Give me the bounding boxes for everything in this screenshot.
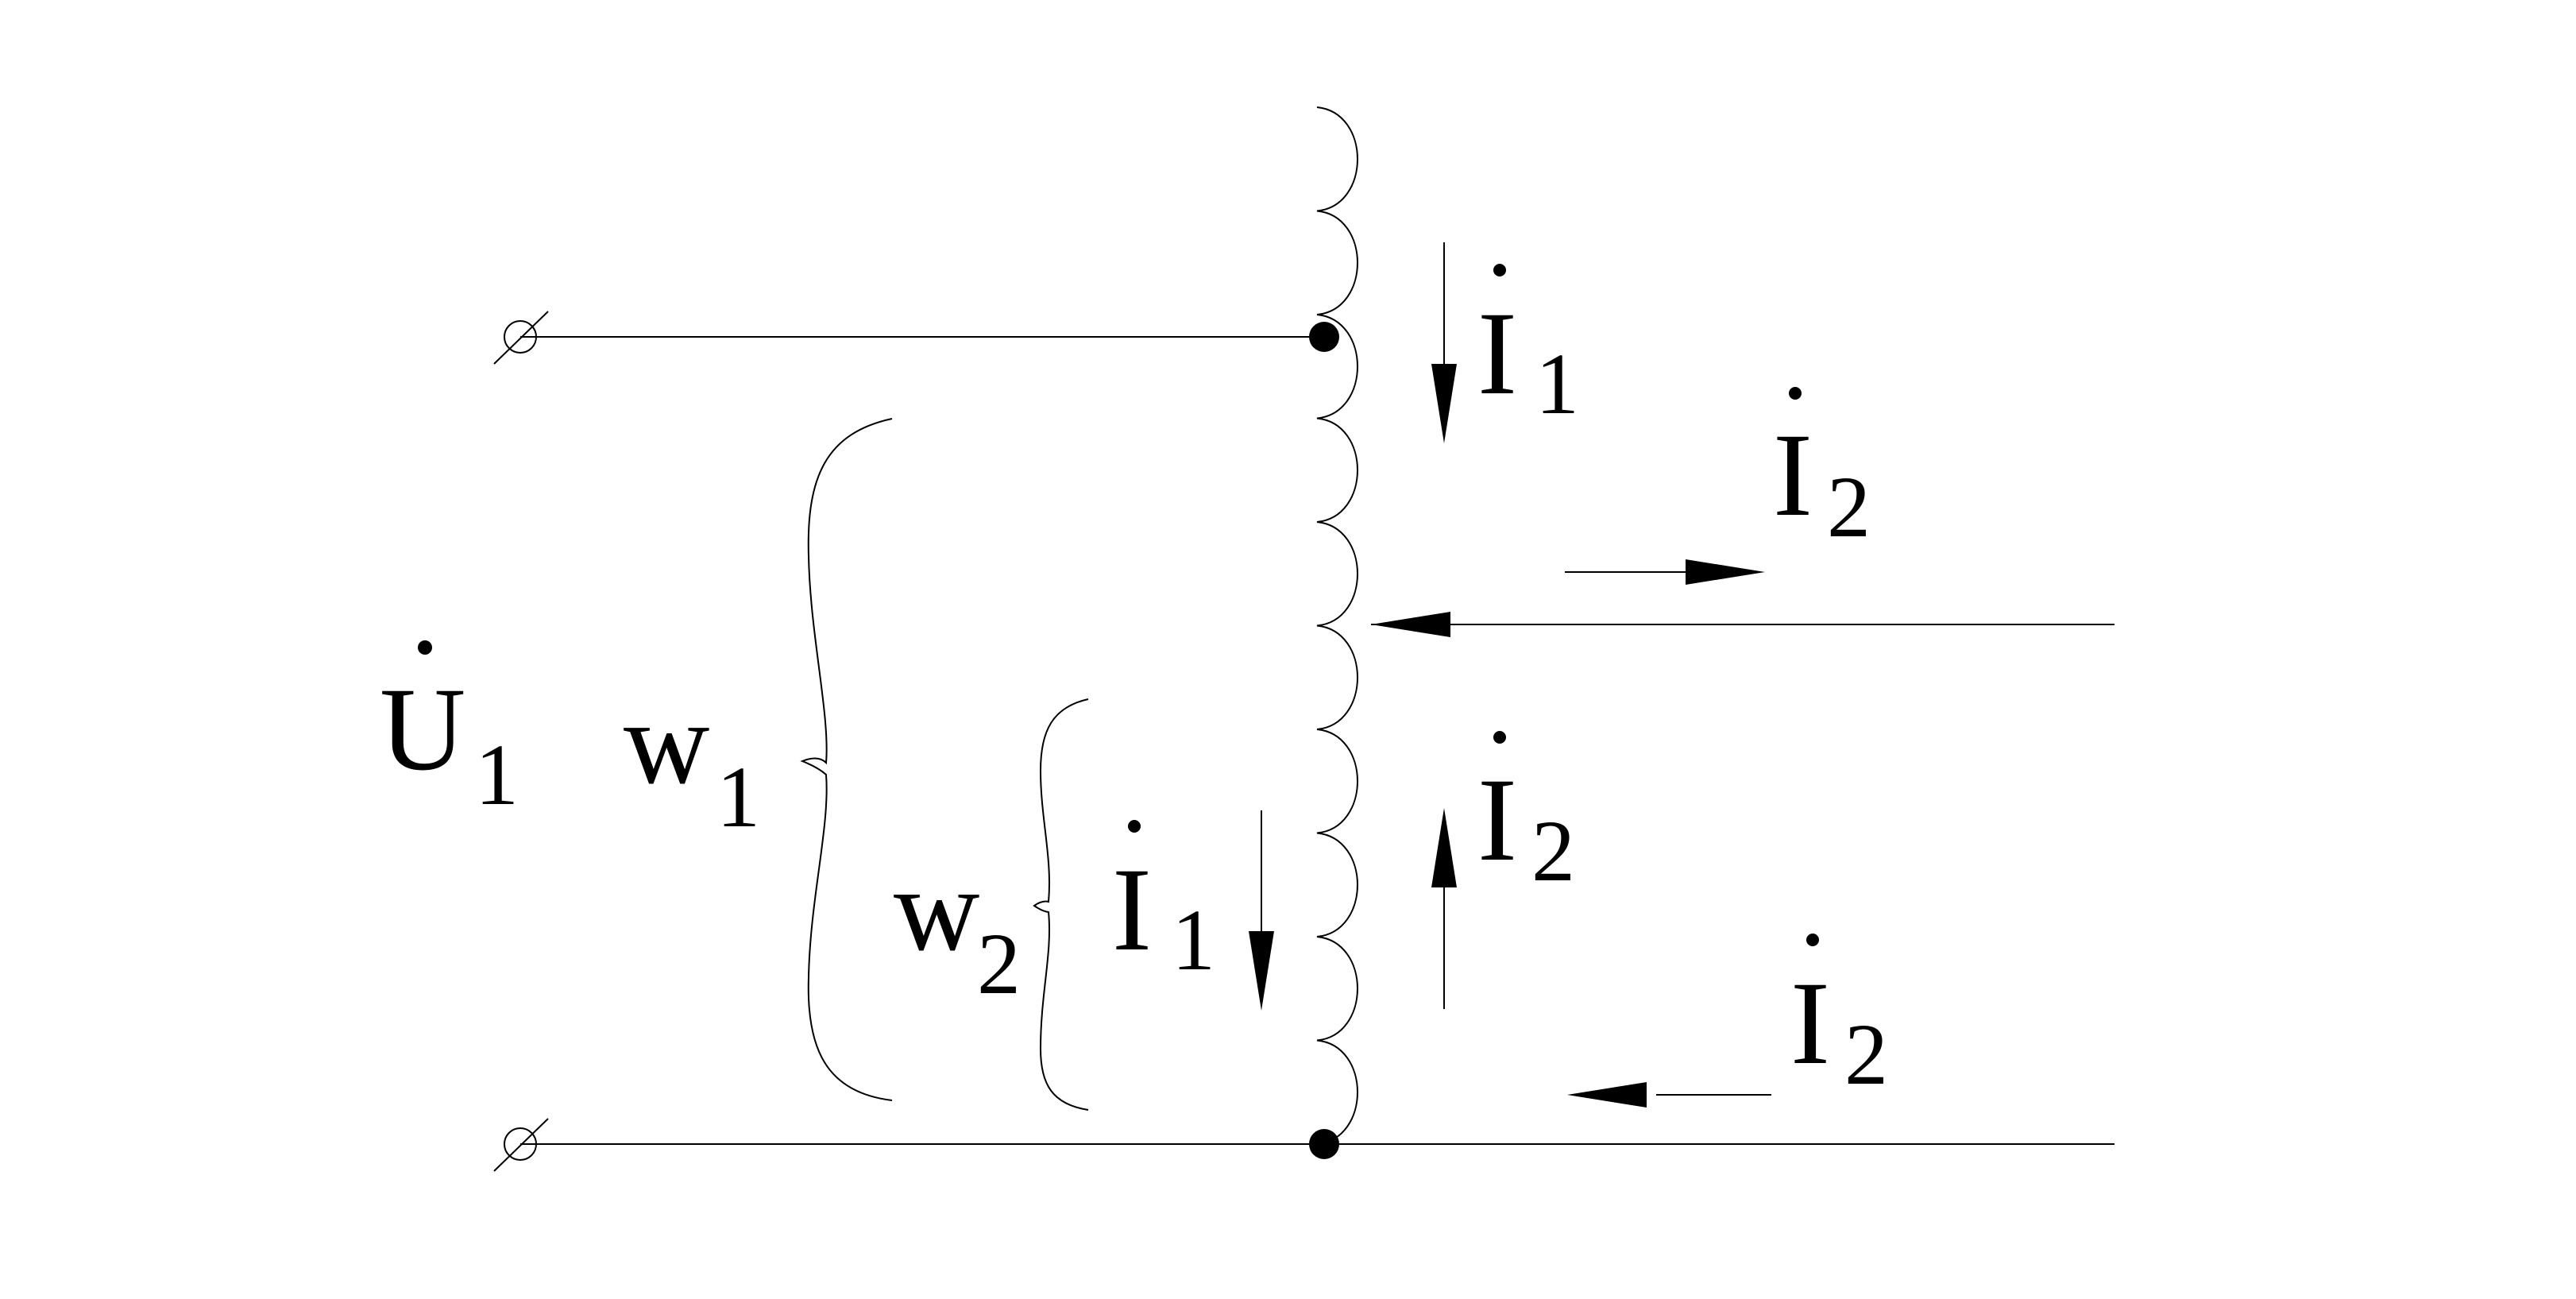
arrow-i1-mid (1249, 810, 1274, 1011)
label-w2: w 2 (894, 844, 1021, 1012)
input-terminal-bottom (493, 1118, 549, 1172)
brace-w1 (800, 418, 893, 1101)
svg-text:I: I (1477, 754, 1517, 886)
arrow-i2-mid (1431, 808, 1457, 1009)
label-w1: w 1 (624, 677, 760, 845)
label-i1-mid: I 1 (1112, 820, 1215, 988)
arrow-i2-lower (1567, 1082, 1771, 1108)
label-i2-mid: I 2 (1477, 731, 1575, 899)
brace-w2 (1033, 698, 1089, 1111)
svg-text:2: 2 (1531, 802, 1575, 899)
label-i1-top: I 1 (1477, 264, 1579, 432)
junction-dot-top (1309, 322, 1339, 352)
junction-dot-bottom (1309, 1129, 1339, 1159)
svg-text:U: U (380, 663, 465, 795)
svg-text:I: I (1790, 957, 1830, 1089)
svg-text:I: I (1112, 844, 1152, 976)
svg-text:1: 1 (716, 748, 760, 845)
svg-text:2: 2 (977, 915, 1021, 1012)
svg-text:w: w (894, 844, 979, 976)
arrow-i2-upper (1565, 559, 1765, 585)
svg-text:1: 1 (1172, 891, 1215, 988)
svg-text:I: I (1773, 409, 1813, 541)
label-u1: U 1 (380, 640, 519, 823)
svg-text:1: 1 (475, 726, 519, 823)
svg-text:2: 2 (1827, 458, 1871, 555)
input-terminal-top (493, 311, 549, 365)
label-i2-upper: I 2 (1773, 387, 1871, 555)
svg-text:1: 1 (1535, 335, 1579, 432)
svg-text:I: I (1477, 288, 1517, 419)
tap-arrowhead (1371, 612, 1450, 637)
svg-text:2: 2 (1844, 1006, 1888, 1103)
label-i2-lower: I 2 (1790, 934, 1888, 1103)
svg-text:w: w (624, 677, 709, 809)
winding-coil (1316, 106, 1358, 1145)
arrow-i1-top (1431, 242, 1457, 443)
